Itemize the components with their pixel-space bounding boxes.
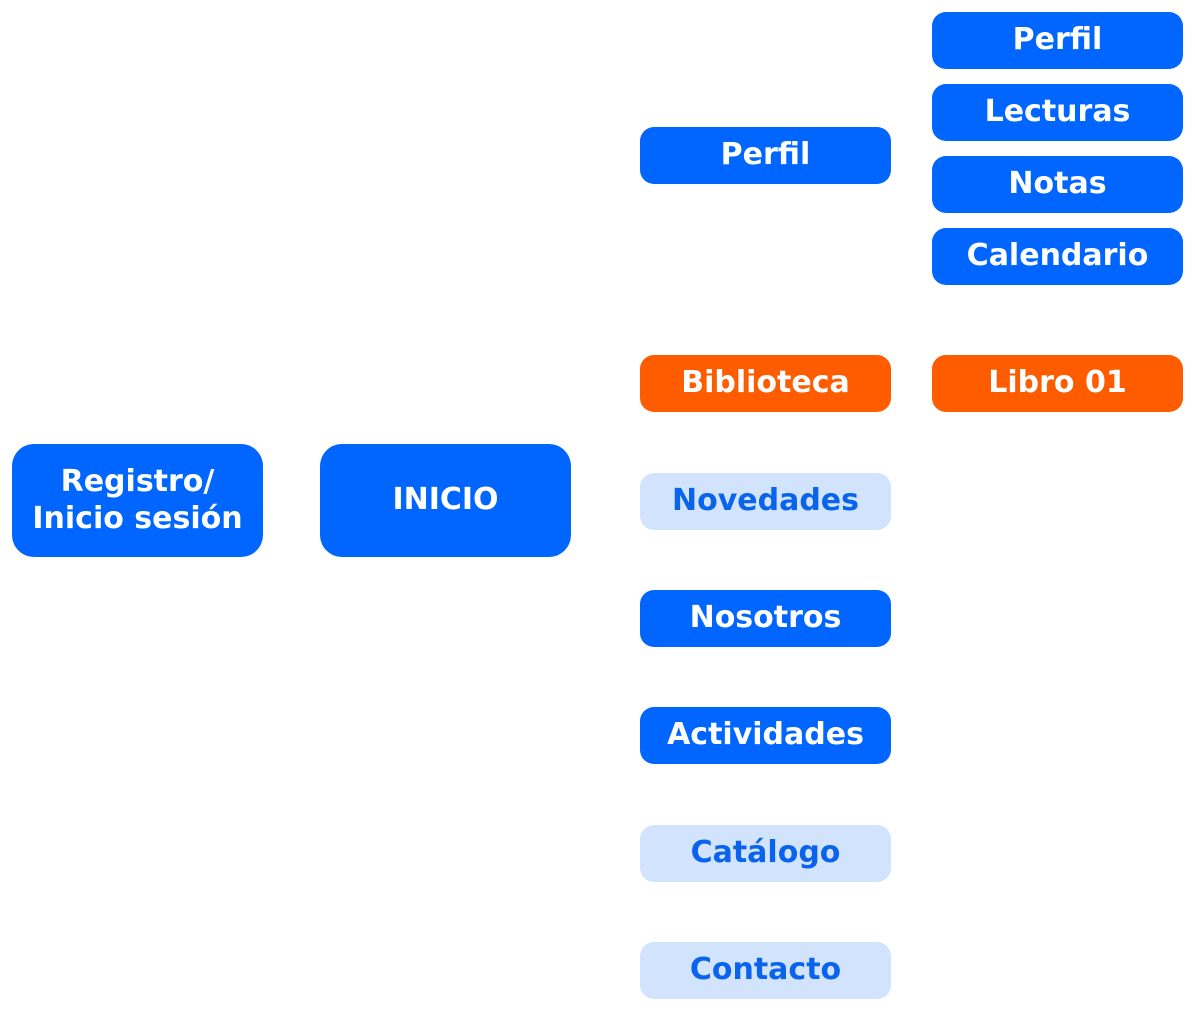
calendario-node[interactable]: Calendario <box>932 228 1183 285</box>
contacto-node[interactable]: Contacto <box>640 942 891 999</box>
notas-node[interactable]: Notas <box>932 156 1183 213</box>
libro-01-node[interactable]: Libro 01 <box>932 355 1183 412</box>
biblioteca-node[interactable]: Biblioteca <box>640 355 891 412</box>
novedades-node[interactable]: Novedades <box>640 473 891 530</box>
actividades-node[interactable]: Actividades <box>640 707 891 764</box>
perfil-sub-node[interactable]: Perfil <box>932 12 1183 69</box>
perfil-node[interactable]: Perfil <box>640 127 891 184</box>
lecturas-node[interactable]: Lecturas <box>932 84 1183 141</box>
inicio-node[interactable]: INICIO <box>320 444 571 557</box>
nosotros-node[interactable]: Nosotros <box>640 590 891 647</box>
registro-inicio-sesion-node[interactable]: Registro/ Inicio sesión <box>12 444 263 557</box>
catalogo-node[interactable]: Catálogo <box>640 825 891 882</box>
